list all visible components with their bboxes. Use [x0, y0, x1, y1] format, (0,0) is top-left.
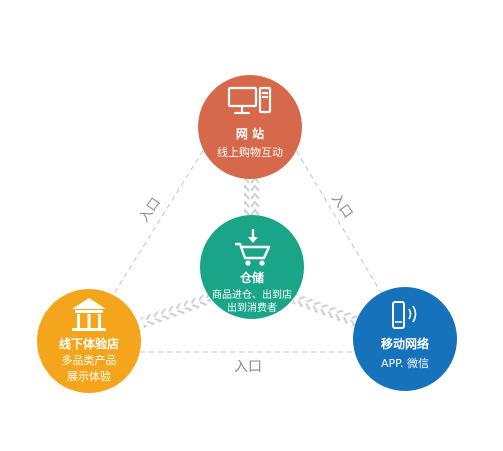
mobile-network-circle: [353, 287, 457, 391]
warehouse-desc-line-1: 商品进仓、出到店: [212, 288, 292, 301]
connector-top: [244, 172, 259, 220]
offline-store-circle: [37, 289, 141, 393]
website-desc-line-1: 线上购物互动: [217, 145, 283, 159]
offline-store-desc-line-2: 展示体验: [67, 369, 111, 383]
edge-right-line: [277, 119, 396, 317]
hub-connectors: [140, 172, 362, 328]
mobile-network-title: 移动网络: [381, 336, 429, 351]
edge-left-line: [99, 119, 223, 317]
node-warehouse: 仓储 商品进仓、出到店 出到消费者: [200, 215, 304, 319]
triangle-edges: [99, 119, 396, 353]
warehouse-circle: [200, 215, 304, 319]
connector-right: [292, 293, 362, 328]
mobile-network-desc-line-1: APP. 微信: [381, 356, 429, 370]
edge-label-bottom: 入口: [234, 359, 262, 375]
mobile-phone-icon: [392, 301, 417, 329]
offline-store-title: 线下体验店: [59, 336, 119, 351]
edge-label-left: 入口: [137, 195, 164, 225]
website-circle: [198, 75, 302, 179]
shopping-cart-icon: [235, 229, 271, 266]
website-title: 网 站: [236, 126, 264, 141]
node-website: 网 站 线上购物互动: [198, 75, 302, 179]
edge-label-right: 入口: [328, 191, 355, 221]
connector-left: [140, 292, 212, 328]
warehouse-title: 仓储: [239, 270, 264, 285]
computer-icon: [227, 86, 272, 115]
warehouse-desc-line-2: 出到消费者: [227, 301, 277, 314]
offline-store-desc-line-1: 多品类产品: [62, 353, 117, 367]
store-icon: [72, 298, 106, 331]
node-mobile-network: 移动网络 APP. 微信: [353, 287, 457, 391]
node-offline-store: 线下体验店 多品类产品 展示体验: [37, 289, 141, 393]
